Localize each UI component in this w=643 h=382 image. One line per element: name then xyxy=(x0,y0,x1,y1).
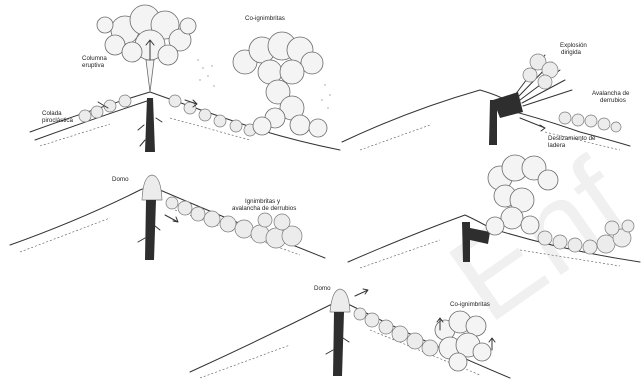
label-explosion-dirigida-1: Explosión xyxy=(560,42,587,49)
panel-5-coignimbrite-cloud xyxy=(435,311,491,371)
label-avalancha-derrubios-2: derrubios xyxy=(600,97,626,104)
label-colada-piroclastica-1: Colada xyxy=(42,110,62,117)
panel-2-directed-blast xyxy=(515,54,572,106)
panel-3-conduit xyxy=(145,200,156,260)
label-ignimbritas-avalancha-1: Ignimbritas y xyxy=(245,198,281,205)
panel-2: Explosión dirigida Avalancha de derrubio… xyxy=(342,42,630,150)
label-co-ignimbritas-bottom: Co-ignimbritas xyxy=(450,301,490,308)
label-domo-panel-3: Domo xyxy=(112,176,129,183)
label-deslizamiento-ladera-1: Deslizamiento de xyxy=(548,135,596,142)
panel-2-slide-arrow xyxy=(520,118,545,131)
label-avalancha-derrubios-1: Avalancha de xyxy=(592,90,630,97)
panel-5-block-ash-flow xyxy=(354,308,438,356)
panel-4-conduit xyxy=(462,222,470,262)
panel-3-flow-arrow xyxy=(165,215,178,222)
label-ignimbritas-avalancha-2: avalancha de derrubios xyxy=(232,205,296,212)
panel-5-dome xyxy=(330,289,350,312)
panel-3: Domo Ignimbritas y avalancha de derrubio… xyxy=(10,175,325,260)
label-domo-panel-5: Domo xyxy=(314,285,331,292)
panel-5-conduit xyxy=(333,312,344,376)
label-colada-piroclastica-2: piroclástica xyxy=(42,117,74,124)
panel-2-volcano-profile xyxy=(342,90,505,142)
panel-5: Domo Co-ignimbritas xyxy=(190,285,510,378)
label-co-ignimbritas-top: Co-ignimbritas xyxy=(245,15,285,22)
panel-5-dome-arrow xyxy=(355,289,368,296)
label-explosion-dirigida-2: dirigida xyxy=(561,49,582,56)
panel-1-conduit xyxy=(145,98,155,152)
panel-3-dome xyxy=(142,175,162,200)
label-columna-eruptiva-1: Columna xyxy=(82,55,107,62)
panel-1-eruption-column xyxy=(97,5,196,92)
panel-1-coignimbrite-cloud xyxy=(233,32,327,137)
panel-2-debris-avalanche xyxy=(559,112,621,132)
panel-1: Columna eruptiva Colada piroclástica Co-… xyxy=(30,5,340,152)
label-columna-eruptiva-2: eruptiva xyxy=(82,62,105,69)
label-deslizamiento-ladera-2: ladera xyxy=(548,142,566,149)
